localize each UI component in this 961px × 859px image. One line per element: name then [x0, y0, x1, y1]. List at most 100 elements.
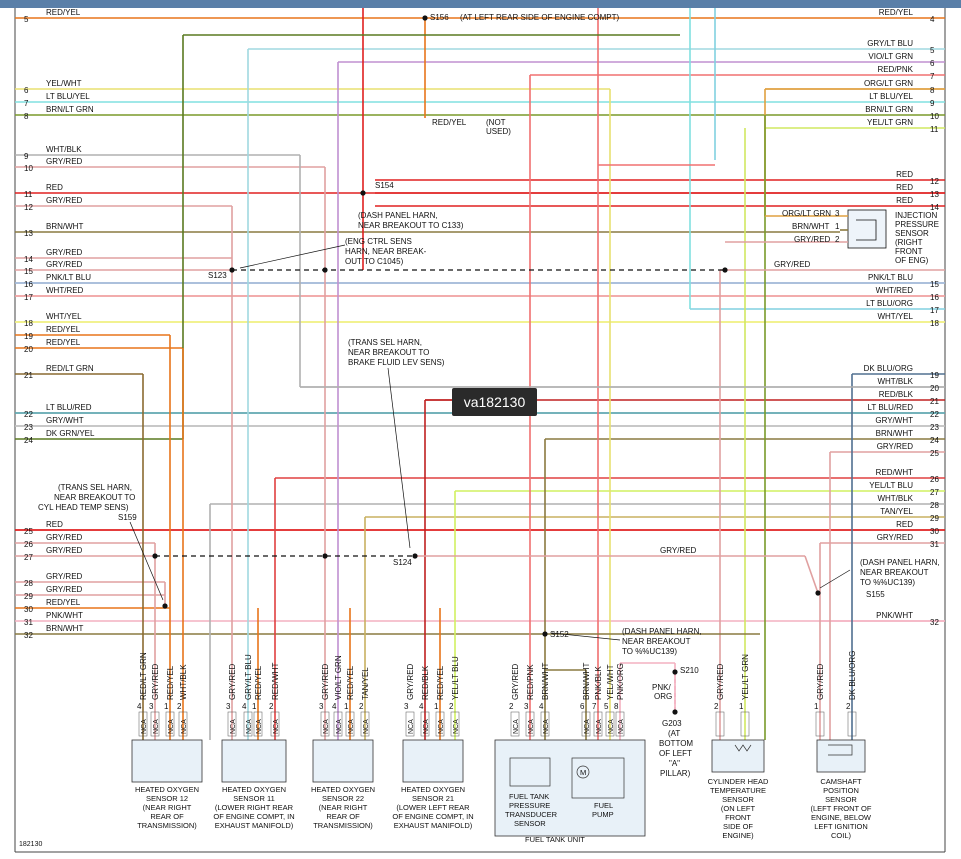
component-ho11-pin-3: 2: [269, 702, 274, 711]
top-bar: [0, 0, 961, 8]
cht-thermistor-icon: [734, 744, 752, 752]
watermark-badge: va182130: [452, 388, 537, 416]
component-cmp-pin-0: 1: [814, 702, 819, 711]
right-wire-color-25: GRY/RED: [877, 442, 914, 451]
figure-id: 182130: [19, 841, 42, 848]
component-ho21-wire-3: YEL/LT BLU: [451, 656, 460, 700]
nca-label-ho11-2: NCA: [256, 719, 263, 734]
component-ho12-label-3: REAR OF: [150, 812, 184, 821]
right-wire-number-4: 4: [930, 15, 935, 24]
component-cht-label-0: CYLINDER HEAD: [708, 777, 769, 786]
ptrans-label-2: PRESSURE: [509, 801, 550, 810]
component-ho12-pin-0: 4: [137, 702, 142, 711]
splice-dot-8: [162, 603, 168, 609]
left-wire-color-27: GRY/RED: [46, 546, 83, 555]
connector-cavity-ho11-2: [253, 711, 263, 737]
dpm-note-2: NEAR BREAKOUT: [622, 637, 691, 646]
nca-label-ho12-1: NCA: [153, 719, 160, 734]
left-wire-color-26: GRY/RED: [46, 533, 83, 542]
splice-s124: S124: [393, 558, 412, 567]
left-wire-color-9: WHT/BLK: [46, 145, 82, 154]
splice-dot-9: [815, 590, 821, 596]
component-ho11-label-3: OF ENGINE COMPT, IN: [213, 812, 294, 821]
left-wire-number-11: 11: [24, 190, 33, 199]
component-cmp-label-6: COIL): [831, 831, 852, 840]
component-ho21-label-3: OF ENGINE COMPT, IN: [392, 812, 473, 821]
nca-label-ftu-0: NCA: [513, 719, 520, 734]
component-box-ho12: [131, 739, 203, 783]
component-ho12-wire-0: RED/LT GRN: [139, 652, 148, 700]
right-wire-color-6: VIO/LT GRN: [868, 52, 913, 61]
component-ho11-wire-3: RED/WHT: [271, 663, 280, 700]
right-wire-number-27: 27: [930, 488, 939, 497]
component-ho22-pin-0: 3: [319, 702, 324, 711]
component-cht-wire-0: GRY/RED: [716, 663, 725, 700]
component-cht-label-3: (ON LEFT: [721, 804, 756, 813]
splice-s154: S154: [375, 181, 394, 190]
splice-dot-0: [422, 15, 428, 21]
component-cht-pin-1: 1: [739, 702, 744, 711]
cyl-note-3: CYL HEAD TEMP SENS): [38, 503, 129, 512]
left-wire-color-30: RED/YEL: [46, 598, 81, 607]
component-ho12-wire-1: GRY/RED: [151, 663, 160, 700]
component-ho21-wire-2: RED/YEL: [436, 665, 445, 700]
left-wire-color-5: RED/YEL: [46, 8, 81, 17]
component-ftu-pin-6: 8: [614, 702, 619, 711]
left-wire-color-18: WHT/YEL: [46, 312, 82, 321]
inj-name-6: OF ENG): [895, 256, 929, 265]
right-wire-color-9: LT BLU/YEL: [869, 92, 913, 101]
splice-s155: S155: [866, 590, 885, 599]
right-wire-number-23: 23: [930, 423, 939, 432]
nca-label-ftu-6: NCA: [618, 719, 625, 734]
connector-cavity-ho21-0: [405, 711, 415, 737]
left-wire-number-24: 24: [24, 436, 33, 445]
trans-note-3: BRAKE FLUID LEV SENS): [348, 358, 445, 367]
left-wire-color-17: WHT/RED: [46, 286, 84, 295]
component-cmp-label-1: POSITION: [823, 786, 859, 795]
connector-cavity-ftu-4: [593, 711, 603, 737]
connector-cavity-ho12-2: [165, 711, 175, 737]
left-wire-number-10: 10: [24, 164, 33, 173]
pointer-line-0: [239, 244, 346, 269]
pointer-line-3: [819, 569, 851, 589]
splice-s123: S123: [208, 271, 227, 280]
component-box-ho21: [402, 739, 464, 783]
inj-wire-3: GRY/RED: [794, 235, 831, 244]
component-ho21-wire-0: GRY/RED: [406, 663, 415, 700]
left-wire-color-19: RED/YEL: [46, 325, 81, 334]
component-cmp-label-3: (LEFT FRONT OF: [811, 804, 872, 813]
connector-cavity-ftu-5: [605, 711, 615, 737]
right-wire-number-14: 14: [930, 203, 939, 212]
left-wire-color-23: GRY/WHT: [46, 416, 84, 425]
left-wire-number-6: 6: [24, 86, 29, 95]
component-ho11-label-1: SENSOR 11: [233, 794, 275, 803]
gry-red-mid-label: GRY/RED: [660, 546, 697, 555]
g203-note-5: PILLAR): [660, 769, 691, 778]
connector-cavity-cmp-1: [847, 711, 857, 737]
left-wire-color-8: BRN/LT GRN: [46, 105, 94, 114]
component-cmp-label-5: LEFT IGNITION: [814, 822, 868, 831]
component-ho21-pin-1: 4: [419, 702, 424, 711]
component-ho22-pin-3: 2: [359, 702, 364, 711]
right-wire-number-31: 31: [930, 540, 939, 549]
eng-note-2: HARN, NEAR BREAK-: [345, 247, 427, 256]
inj-name-5: FRONT: [895, 247, 923, 256]
component-ftu-wire-2: BRN/WHT: [541, 663, 550, 700]
connector-cavity-ftu-2: [540, 711, 550, 737]
component-ho22-wire-2: RED/YEL: [346, 665, 355, 700]
left-wire-number-23: 23: [24, 423, 33, 432]
connector-cavity-ho21-1: [420, 711, 430, 737]
g203-note-4: "A": [669, 759, 680, 768]
right-wire-number-15: 15: [930, 280, 939, 289]
right-wire-color-23: GRY/WHT: [875, 416, 913, 425]
component-cmp-wire-0: GRY/RED: [816, 663, 825, 700]
left-wire-number-19: 19: [24, 332, 33, 341]
inj-name-2: PRESSURE: [895, 220, 939, 229]
right-wire-number-29: 29: [930, 514, 939, 523]
right-wire-number-5: 5: [930, 46, 935, 55]
component-ho21-label-0: HEATED OXYGEN: [401, 785, 465, 794]
right-wire-color-32: PNK/WHT: [876, 611, 913, 620]
g203-note-1: (AT: [668, 729, 680, 738]
connector-cavity-cmp-0: [815, 711, 825, 737]
ptrans-label-4: SENSOR: [514, 819, 546, 828]
